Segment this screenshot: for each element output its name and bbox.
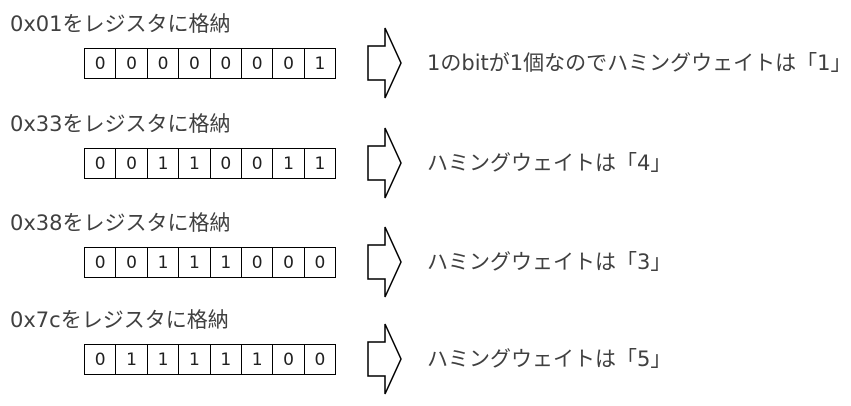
bit-cell: 1 xyxy=(211,345,242,374)
example-row-0x38: 0x38をレジスタに格納 0 0 1 1 1 0 0 0 ハミングウェイトは「3… xyxy=(0,209,822,309)
bit-cell: 1 xyxy=(148,345,180,374)
right-arrow-icon xyxy=(367,226,402,298)
hamming-weight-result: ハミングウェイトは「4」 xyxy=(427,151,672,175)
bit-cell: 1 xyxy=(116,345,148,374)
bit-cell: 0 xyxy=(179,49,211,78)
bit-cell: 0 xyxy=(305,248,337,277)
register-bits: 0 0 1 1 1 0 0 0 xyxy=(84,247,337,278)
register-load-heading: 0x33をレジスタに格納 xyxy=(10,112,231,136)
bit-cell: 0 xyxy=(211,149,242,178)
register-load-heading: 0x7cをレジスタに格納 xyxy=(10,308,229,332)
example-row-0x7c: 0x7cをレジスタに格納 0 1 1 1 1 1 0 0 ハミングウェイトは「5… xyxy=(0,306,822,406)
bit-cell: 1 xyxy=(273,149,305,178)
bit-cell: 1 xyxy=(148,248,180,277)
bit-cell: 0 xyxy=(116,248,148,277)
bit-cell: 1 xyxy=(305,149,337,178)
bit-cell: 0 xyxy=(242,149,274,178)
hamming-weight-result: ハミングウェイトは「3」 xyxy=(427,250,672,274)
bit-cell: 0 xyxy=(85,149,117,178)
bit-cell: 0 xyxy=(85,248,117,277)
example-row-0x01: 0x01をレジスタに格納 0 0 0 0 0 0 0 1 1のbitが1個なので… xyxy=(0,10,851,110)
bit-cell: 1 xyxy=(179,345,211,374)
bit-cell: 1 xyxy=(179,149,211,178)
register-bits: 0 1 1 1 1 1 0 0 xyxy=(84,344,337,375)
bit-cell: 0 xyxy=(242,248,274,277)
right-arrow-icon xyxy=(367,127,402,199)
bit-cell: 1 xyxy=(305,49,337,78)
right-arrow-icon xyxy=(367,27,402,99)
bit-cell: 0 xyxy=(305,345,337,374)
right-arrow-icon xyxy=(367,323,402,395)
register-bits: 0 0 0 0 0 0 0 1 xyxy=(84,48,337,79)
hamming-weight-result: 1のbitが1個なのでハミングウェイトは「1」 xyxy=(427,51,851,75)
bit-cell: 0 xyxy=(85,49,117,78)
bit-cell: 0 xyxy=(211,49,242,78)
hamming-weight-result: ハミングウェイトは「5」 xyxy=(427,347,672,371)
bit-cell: 1 xyxy=(242,345,274,374)
register-load-heading: 0x38をレジスタに格納 xyxy=(10,211,231,235)
bit-cell: 0 xyxy=(273,248,305,277)
register-load-heading: 0x01をレジスタに格納 xyxy=(10,12,231,36)
register-bits: 0 0 1 1 0 0 1 1 xyxy=(84,148,337,179)
bit-cell: 0 xyxy=(116,149,148,178)
bit-cell: 0 xyxy=(273,49,305,78)
example-row-0x33: 0x33をレジスタに格納 0 0 1 1 0 0 1 1 ハミングウェイトは「4… xyxy=(0,110,822,210)
bit-cell: 1 xyxy=(211,248,242,277)
bit-cell: 0 xyxy=(148,49,180,78)
bit-cell: 1 xyxy=(148,149,180,178)
bit-cell: 0 xyxy=(85,345,117,374)
bit-cell: 0 xyxy=(273,345,305,374)
bit-cell: 1 xyxy=(179,248,211,277)
bit-cell: 0 xyxy=(242,49,274,78)
bit-cell: 0 xyxy=(116,49,148,78)
